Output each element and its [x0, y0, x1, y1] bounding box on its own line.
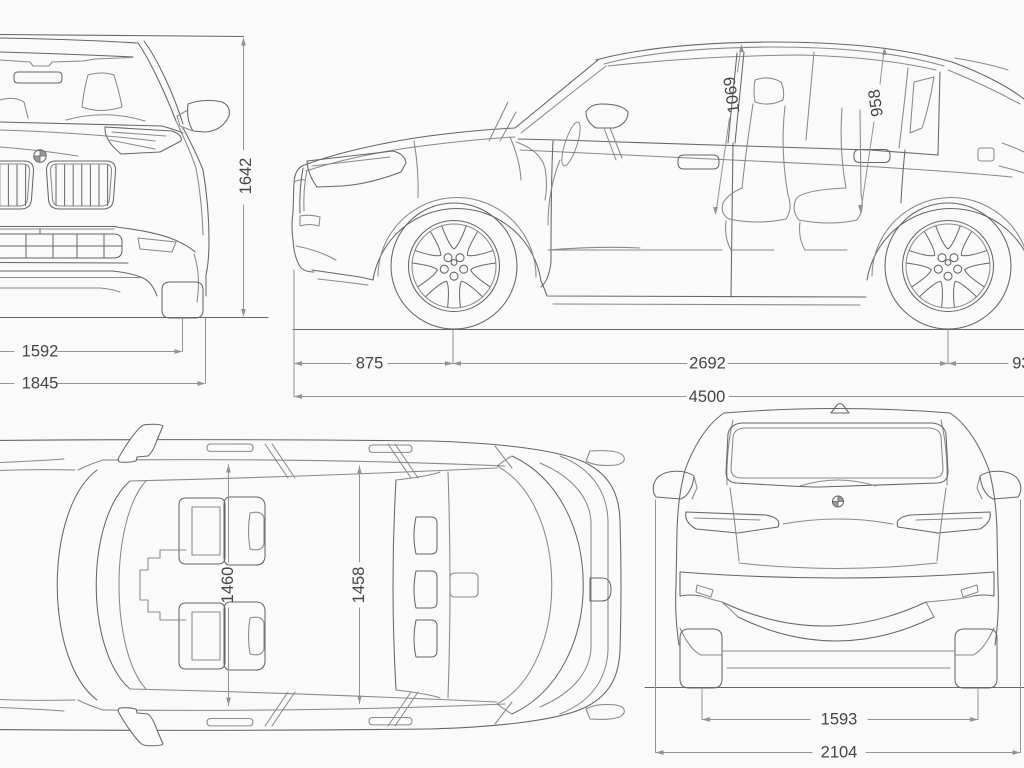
svg-text:2692: 2692 — [689, 355, 726, 373]
svg-text:875: 875 — [356, 355, 384, 373]
svg-text:933: 933 — [1012, 355, 1024, 373]
svg-text:1460: 1460 — [219, 567, 237, 604]
svg-text:2104: 2104 — [821, 744, 858, 762]
svg-text:958: 958 — [865, 88, 887, 118]
svg-text:1069: 1069 — [721, 76, 744, 115]
svg-text:1642: 1642 — [237, 158, 255, 195]
svg-text:1845: 1845 — [22, 375, 59, 393]
svg-text:1592: 1592 — [22, 343, 59, 361]
svg-text:1458: 1458 — [350, 567, 368, 604]
svg-text:1593: 1593 — [821, 711, 858, 729]
svg-text:4500: 4500 — [689, 388, 726, 406]
